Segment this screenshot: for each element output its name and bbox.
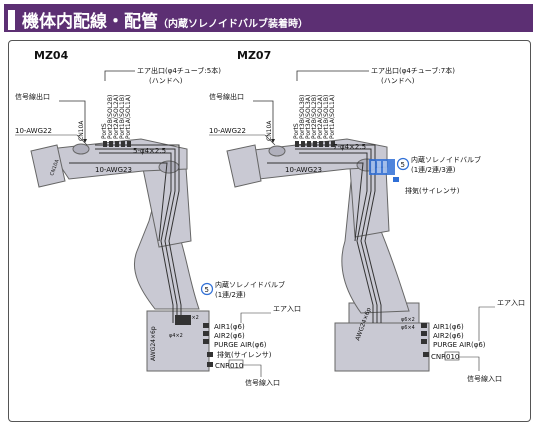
mz07-port-3b: Port3B(SOL3B): [299, 95, 306, 139]
mz04-air-inlet: エア入口: [273, 305, 301, 313]
mz04-cable-awg22: 10-AWG22: [15, 127, 52, 135]
header-bar: 機体内配線・配管（内蔵ソレノイドバルブ装着時）: [4, 4, 533, 32]
mz04-valve-block: [175, 315, 191, 325]
diagram-panel: MZ04 PortS Port2B(SOL2B) Port2A(SOL2A) P…: [8, 40, 531, 422]
mz04-cable-c: CN10A: [49, 158, 61, 177]
mz04-signal-outlet: 信号線出口: [15, 92, 50, 101]
mz07-base-plate: [334, 322, 430, 372]
mz07-connector: CN10A: [266, 120, 273, 141]
mz04-air1: AIR1(φ6): [214, 323, 245, 331]
mz04-purge: PURGE AIR(φ6): [214, 341, 267, 349]
mz04-exhaust: 排気(サイレンサ): [217, 350, 272, 359]
mz04-valve-sub: (1連/2連): [215, 290, 246, 299]
mz04-port-s: PortS: [101, 123, 108, 139]
header-accent: [8, 10, 15, 30]
mz04-port-1b: Port1B(SOL1B): [119, 95, 126, 139]
mz07-port-3a: Port3A(SOL3A): [305, 95, 312, 139]
mz04-tube-small-b: φ4×2: [169, 333, 183, 339]
mz04-connector: CN10A: [78, 120, 85, 141]
mz04-hand-label: (ハンドへ): [149, 77, 183, 85]
mz07-valve-block: [369, 159, 399, 182]
mz04-awg24: AWG24×6p: [150, 326, 157, 361]
mz04-valve-badge: [200, 282, 214, 296]
mz07-cable-awg22: 10-AWG22: [209, 127, 246, 135]
mz07-valve-badge: [396, 157, 410, 171]
mz07-port-2b: Port2B(SOL2B): [311, 95, 318, 139]
mz07-air-inlet: エア入口: [497, 299, 525, 307]
model-label-mz04: MZ04: [34, 49, 69, 62]
page-subtitle: （内蔵ソレノイドバルブ装着時）: [158, 19, 308, 30]
mz04-tube-label: 5-φ4×2.5: [133, 147, 166, 155]
model-label-mz07: MZ07: [237, 49, 271, 62]
mz07-tube-small-b: φ6×2: [401, 317, 415, 323]
mz04-port-2a: Port2A(SOL2A): [113, 95, 120, 139]
mz07-tube-label: 7-φ4×2.5: [333, 143, 366, 151]
mz04-cable-awg23: 10-AWG23: [95, 166, 132, 174]
mz07-air2: AIR2(φ6): [433, 332, 464, 340]
mz04-port-1a: Port1A(SOL1A): [125, 95, 132, 139]
mz04-base: [146, 310, 210, 372]
mz04-valve-label: 内蔵ソレノイドバルブ: [215, 280, 285, 289]
mz07-valve-label: 内蔵ソレノイドバルブ: [411, 155, 481, 164]
mz07-port-labels: PortS Port3B(SOL3B) Port3A(SOL3A) Port2B…: [293, 95, 336, 139]
mz07-valve-sub: (1連/2連/3連): [411, 165, 456, 174]
mz07-air1: AIR1(φ6): [433, 323, 464, 331]
mz07-exhaust: 排気(サイレンサ): [405, 186, 460, 195]
wiring-diagram: MZ04 PortS Port2B(SOL2B) Port2A(SOL2A) P…: [15, 49, 525, 387]
page-title: 機体内配線・配管（内蔵ソレノイドバルブ装着時）: [22, 12, 308, 32]
mz07-signal-inlet: 信号線入口: [467, 374, 502, 383]
mz04-signal-inlet: 信号線入口: [245, 378, 280, 387]
mz07-cable-awg23: 10-AWG23: [285, 166, 322, 174]
mz04-air-outlet-label: エア出口(φ4チューブ:5本): [137, 66, 221, 75]
mz07-port-2a: Port2A(SOL2A): [317, 95, 324, 139]
mz07-port-s: PortS: [293, 123, 300, 139]
mz07-purge: PURGE AIR(φ6): [433, 341, 486, 349]
mz04-port-2b: Port2B(SOL2B): [107, 95, 114, 139]
mz07-hand-label: (ハンドへ): [381, 77, 415, 85]
robot-mz07: MZ07 PortS Port3B(SOL3B) Port3A(SOL3A): [209, 49, 525, 383]
mz07-wrist: [226, 144, 262, 188]
mz07-tube-small-a: φ6×4: [401, 325, 415, 331]
mz04-tube-small-a: φ6×2: [185, 315, 199, 321]
mz04-valve-num: 5: [205, 286, 209, 294]
robot-mz04: MZ04 PortS Port2B(SOL2B) Port2A(SOL2A) P…: [15, 49, 301, 387]
mz04-wrist: [30, 144, 66, 188]
mz04-air2: AIR2(φ6): [214, 332, 245, 340]
mz07-port-1b: Port1B(SOL1B): [323, 95, 330, 139]
mz07-air-outlet-label: エア出口(φ4チューブ:7本): [371, 66, 455, 75]
mz04-port-labels: PortS Port2B(SOL2B) Port2A(SOL2A) Port1B…: [101, 95, 132, 139]
mz07-signal-outlet: 信号線出口: [209, 92, 244, 101]
mz07-valve-num: 5: [401, 161, 405, 169]
mz07-port-1a: Port1A(SOL1A): [329, 95, 336, 139]
